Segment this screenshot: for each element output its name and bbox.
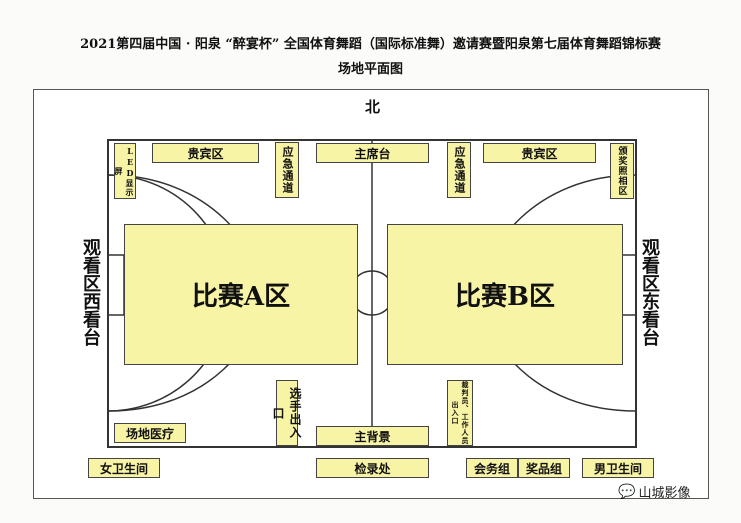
competition-area-a: 比赛A区 (124, 224, 358, 365)
led-screen: LED显示屏 (114, 143, 136, 199)
diagram-title: 2021第四届中国 · 阳泉 “醉宴杯” 全国体育舞蹈（国际标准舞）邀请赛暨阳泉… (80, 37, 661, 52)
diagram-subtitle: 场地平面图 (337, 62, 403, 77)
award-photo-area: 颁奖照相区 (610, 143, 634, 199)
medical-area: 场地医疗 (114, 423, 186, 443)
east-stand-label: 观看区东看台 (639, 238, 660, 346)
emergency-exit-left: 应急通道 (275, 142, 299, 198)
main-stand: 主席台 (316, 143, 429, 163)
female-restroom: 女卫生间 (88, 458, 160, 478)
watermark: 💬 山城影像 (618, 482, 691, 502)
checkin-desk: 检录处 (316, 458, 429, 478)
chat-bubble-icon: 💬 (618, 483, 636, 500)
judge-staff-entrance: 裁判员、工作人员出入口 (447, 380, 473, 446)
male-restroom: 男卫生间 (582, 458, 654, 478)
emergency-exit-right: 应急通道 (447, 142, 471, 198)
main-backdrop: 主背景 (316, 426, 429, 446)
vip-area-right: 贵宾区 (483, 143, 596, 163)
vip-area-left: 贵宾区 (152, 143, 259, 163)
north-label: 北 (365, 98, 381, 116)
watermark-text: 山城影像 (638, 486, 691, 501)
awards-office: 奖品组 (518, 458, 570, 478)
west-stand-label: 观看区西看台 (80, 238, 101, 346)
affairs-office: 会务组 (466, 458, 518, 478)
competition-area-b: 比赛B区 (387, 224, 623, 365)
player-entrance: 选手出入口 (271, 380, 302, 446)
